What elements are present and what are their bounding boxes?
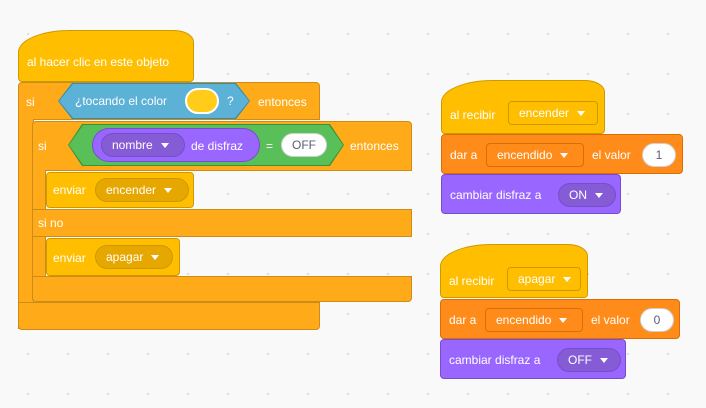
switch-costume-block[interactable]: cambiar disfraz a ON [441,174,621,214]
broadcast-message-dropdown[interactable]: encender [95,178,189,202]
set-variable-block[interactable]: dar a encendido el valor 0 [440,299,680,339]
costume-dropdown[interactable]: OFF [557,348,621,372]
broadcast-message-dropdown[interactable]: apagar [95,245,173,269]
color-picker-swatch[interactable] [185,88,219,114]
hat-label: al recibir [449,274,495,288]
compare-value-text: OFF [292,138,316,152]
if-label: si [26,95,35,109]
inner-then-label: entonces [350,139,399,153]
variable-dropdown[interactable]: encendido [486,143,584,167]
broadcast-label: enviar [53,183,86,197]
of-costume-label: de disfraz [191,139,244,153]
variable-value-text: 0 [653,313,661,327]
touching-color-label: ¿tocando el color [75,94,168,108]
hat-label: al recibir [450,108,496,122]
broadcast-encender-block[interactable]: enviar encender [46,172,194,208]
inner-else-bar[interactable] [32,209,412,237]
broadcast-message-value: apagar [106,250,144,264]
chevron-down-icon [595,192,603,198]
receive-message-value: apagar [518,272,556,286]
when-i-receive-hat[interactable]: al recibir encender [441,80,605,134]
chevron-down-icon [600,357,608,363]
costume-name: OFF [568,353,592,367]
costume-reporter[interactable]: nombre de disfraz [92,128,260,162]
costume-dropdown[interactable]: ON [558,183,616,207]
costume-name: ON [569,188,587,202]
chevron-down-icon [577,110,586,116]
inner-if-label: si [38,139,47,153]
touching-color-question: ? [227,94,234,108]
variable-value-input[interactable]: 0 [640,308,674,332]
variable-name: encendido [496,313,552,327]
value-label: el valor [591,313,630,327]
costume-attribute-dropdown[interactable]: nombre [101,133,185,157]
set-label: dar a [449,313,477,327]
broadcast-apagar-block[interactable]: enviar apagar [46,238,180,276]
receive-message-dropdown[interactable]: apagar [507,267,581,291]
chevron-down-icon [560,152,569,158]
chevron-down-icon [151,254,160,260]
variable-name: encendido [497,148,553,162]
set-label: dar a [450,148,478,162]
when-i-receive-hat[interactable]: al recibir apagar [440,244,588,298]
inner-if-bottom-bar [32,276,412,302]
costume-attribute-value: nombre [112,138,153,152]
switch-costume-label: cambiar disfraz a [449,353,541,367]
when-this-sprite-clicked-hat[interactable]: al hacer clic en este objeto [18,30,194,82]
if-else-bottom-bar [18,302,320,330]
broadcast-message-value: encender [106,183,157,197]
chevron-down-icon [559,317,568,323]
variable-value-input[interactable]: 1 [642,143,676,167]
touching-color-reporter[interactable]: ¿tocando el color ? [59,84,249,118]
chevron-down-icon [563,276,572,282]
receive-message-value: encender [519,106,570,120]
else-label: si no [38,216,64,230]
receive-message-dropdown[interactable]: encender [508,101,598,125]
hat-label: al hacer clic en este objeto [27,55,170,69]
equals-sign: = [266,139,274,153]
switch-costume-label: cambiar disfraz a [450,188,542,202]
value-label: el valor [592,148,631,162]
switch-costume-block[interactable]: cambiar disfraz a OFF [440,339,626,379]
broadcast-label: enviar [53,251,86,265]
then-label: entonces [258,95,307,109]
variable-dropdown[interactable]: encendido [485,308,583,332]
compare-value-input[interactable]: OFF [281,133,327,157]
set-variable-block[interactable]: dar a encendido el valor 1 [441,134,683,174]
chevron-down-icon [160,142,169,148]
chevron-down-icon [164,187,173,193]
variable-value-text: 1 [655,148,663,162]
